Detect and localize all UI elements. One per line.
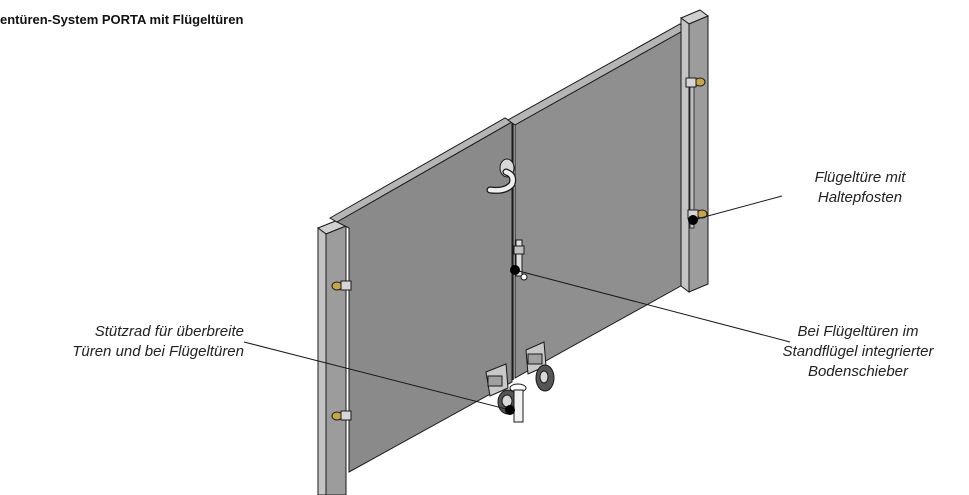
callout-support-wheel: Stützrad für überbreite Türen und bei Fl… — [4, 322, 244, 362]
callout-line: Bodenschieber — [807, 363, 909, 380]
support-wheel-right — [525, 341, 555, 392]
callout-line: Türen und bei Flügeltüren — [72, 343, 244, 360]
callout-line: Standflügel integrierter — [782, 343, 934, 360]
left-door-panel — [328, 117, 514, 473]
callout-line: Stützrad für überbreite — [94, 323, 244, 340]
support-wheel-left — [485, 363, 527, 423]
right-door-panel — [507, 23, 690, 380]
page-title: entüren-System PORTA mit Flügeltüren — [0, 12, 244, 27]
callout-line: Haltepfosten — [817, 189, 903, 206]
callout-bottom-right-leader — [510, 265, 791, 343]
left-hinges — [331, 280, 352, 421]
door-handle — [486, 158, 517, 194]
left-post — [316, 219, 348, 495]
right-hinges — [685, 77, 708, 220]
callout-floor-bolt: Bei Flügeltüren im Standflügel integrier… — [748, 322, 968, 382]
callout-wing-door-post: Flügeltüre mit Haltepfosten — [770, 168, 950, 208]
floor-bolt — [513, 239, 528, 281]
callout-line: Flügeltüre mit — [814, 169, 906, 186]
right-post — [680, 9, 709, 293]
callout-left-leader — [243, 341, 515, 415]
callout-line: Bei Flügeltüren im — [797, 323, 919, 340]
callout-top-right-leader — [688, 195, 783, 225]
